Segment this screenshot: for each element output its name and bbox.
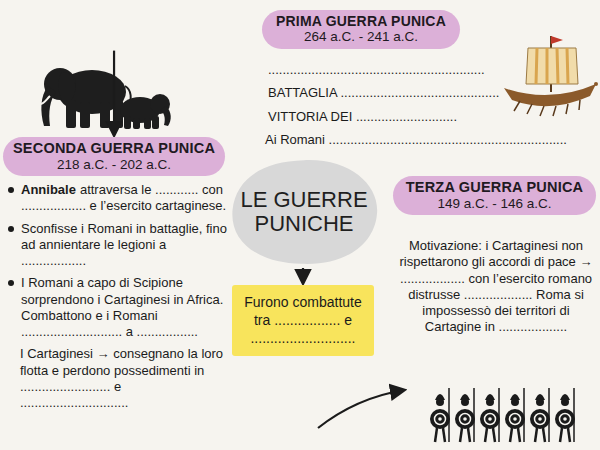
label-text: I Romani a capo di Scipione sorprendono … (21, 275, 223, 339)
node-title: SECONDA GUERRA PUNICA (13, 140, 215, 157)
paragraph: Sconfisse i Romani in battaglie, fino ad… (6, 221, 228, 270)
connector-arrow (113, 51, 115, 135)
heading-band: TERZA GUERRA PUNICA149 a.C. - 146 a.C. (393, 176, 596, 215)
label-text: Ai Romani ..............................… (265, 132, 567, 147)
node-dates: 264 a.C. - 241 a.C. (272, 29, 450, 45)
label-text: I Cartaginesi → consegnano la loro flott… (20, 346, 223, 410)
soldier (530, 388, 550, 442)
fill-in-lines: ........................................… (268, 62, 598, 155)
paragraph: I Romani a capo di Scipione sorprendono … (6, 275, 228, 340)
label-text: VITTORIA DEI ...........................… (268, 109, 457, 124)
bullet-body: Sconfisse i Romani in battaglie, fino ad… (21, 221, 228, 270)
paragraph: Motivazione: i Cartaginesi non rispettar… (398, 238, 594, 336)
label-text: ........................................… (268, 62, 485, 77)
label-text: Sconfisse i Romani in battaglie, fino ad… (21, 221, 227, 269)
label-text: BATTAGLIA ..............................… (268, 85, 499, 100)
ship (504, 36, 598, 116)
soldier (480, 388, 500, 442)
elephant-small (120, 94, 171, 129)
node-title: TERZA GUERRA PUNICA (403, 179, 586, 196)
decor-arrow (318, 390, 404, 428)
soldier (455, 388, 475, 442)
node-dates: 218 a.C. - 202 a.C. (13, 157, 215, 173)
bullet-dot (8, 280, 14, 286)
paragraph: ........................................… (268, 62, 598, 78)
node-title: LE GUERRE PUNICHE (240, 188, 368, 236)
paragraph: VITTORIA DEI ...........................… (268, 109, 598, 125)
paragraph: Annibaleattraversa le ............ con .… (6, 182, 228, 215)
paragraph: BATTAGLIA ..............................… (268, 85, 598, 101)
node-title: PRIMA GUERRA PUNICA (272, 13, 450, 29)
bullet-list: Annibaleattraversa le ............ con .… (6, 182, 228, 417)
description-text: Motivazione: i Cartaginesi non rispettar… (398, 238, 594, 336)
highlight-box: Furono combattute tra ................. … (232, 285, 374, 356)
heading-band: PRIMA GUERRA PUNICA264 a.C. - 241 a.C. (262, 10, 460, 49)
soldiers (430, 388, 575, 442)
soldier (505, 388, 525, 442)
soldier (555, 388, 575, 442)
heading-band: SECONDA GUERRA PUNICA218 a.C. - 202 a.C. (3, 137, 225, 176)
bullet-body: I Romani a capo di Scipione sorprendono … (21, 275, 228, 340)
paragraph: I Cartaginesi → consegnano la loro flott… (6, 346, 228, 411)
elephant-big (40, 68, 131, 128)
keyword: Annibale (21, 182, 76, 197)
label-text: Motivazione: i Cartaginesi non rispettar… (400, 238, 593, 334)
node-dates: 149 a.C. - 146 a.C. (403, 196, 586, 212)
connector-arrow (302, 268, 304, 283)
node-title: Furono combattute tra ................. … (238, 293, 368, 348)
bullet-body: Annibaleattraversa le ............ con .… (21, 182, 228, 215)
central-blob: LE GUERRE PUNICHE (228, 158, 380, 266)
bullet-dot (8, 187, 14, 193)
soldier (430, 388, 450, 442)
paragraph: Ai Romani ..............................… (265, 132, 598, 148)
bullet-dot (8, 226, 14, 232)
